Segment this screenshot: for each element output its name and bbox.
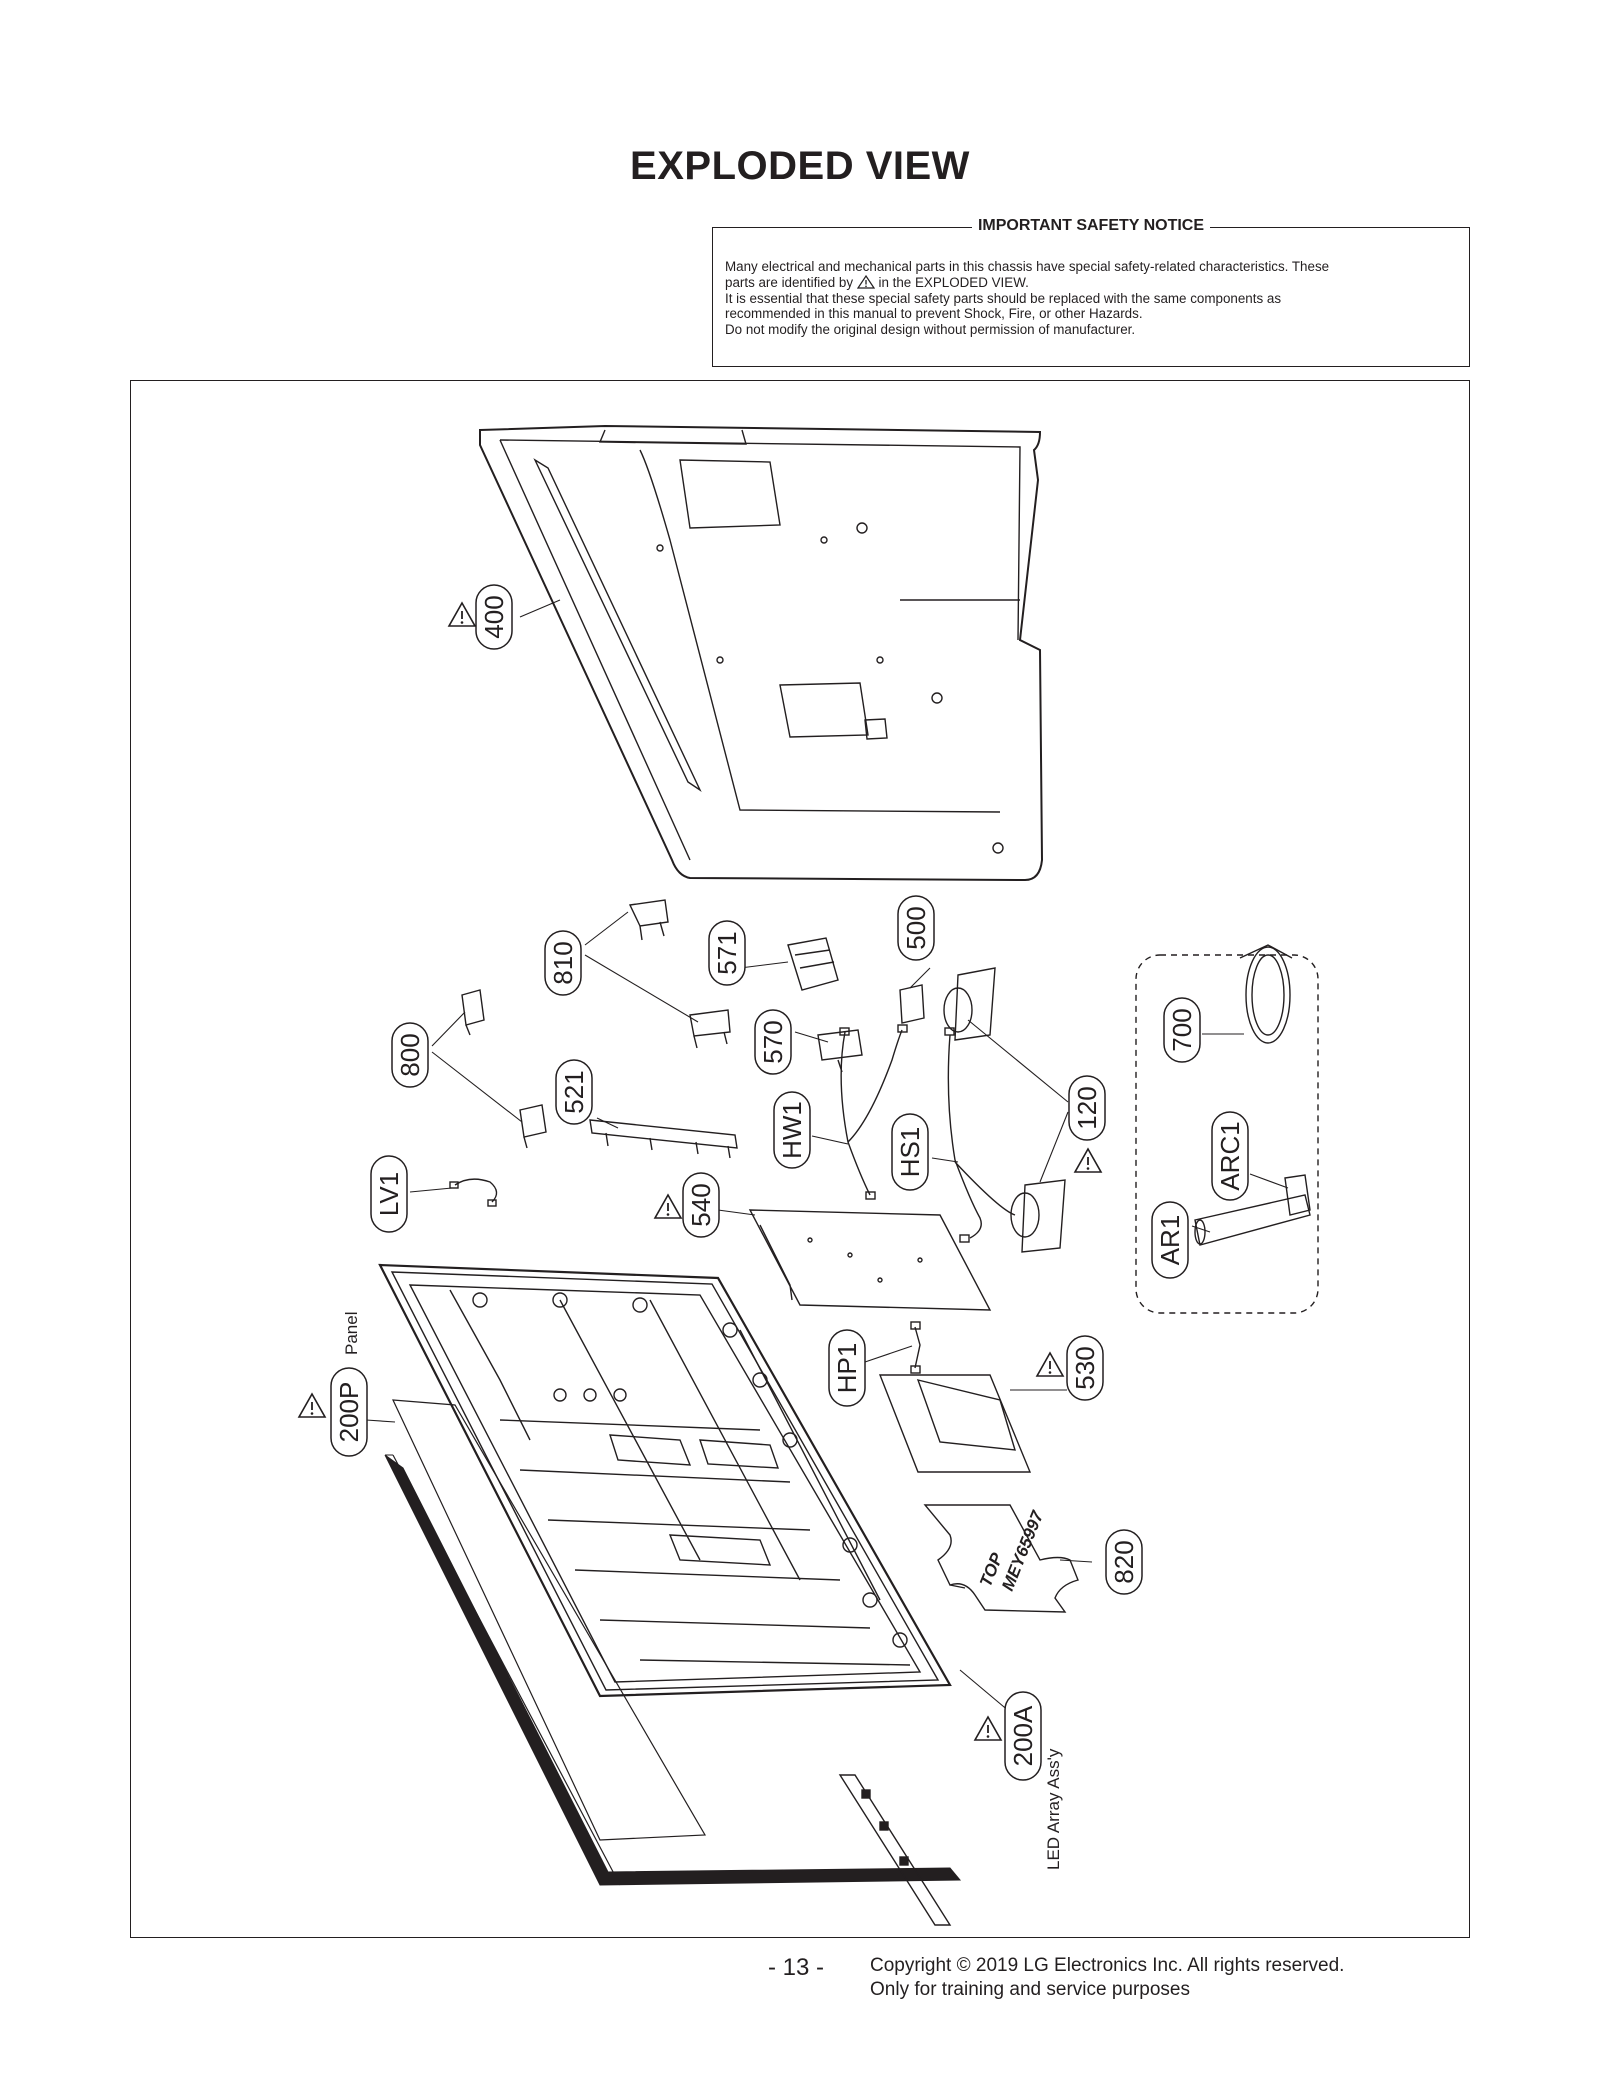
copyright-line-1: Copyright © 2019 LG Electronics Inc. All…: [870, 1955, 1345, 1976]
part-sublabel-panel: Panel: [342, 1312, 361, 1355]
part-label-HP1: HP1: [828, 1329, 866, 1407]
notice-line-4: recommended in this manual to prevent Sh…: [725, 306, 1143, 322]
cable-HS1-drawing: [944, 1027, 1016, 1243]
svg-text:500: 500: [901, 906, 931, 949]
part-label-120: 120: [1068, 1075, 1106, 1141]
bracket-810-drawing: [628, 899, 731, 1049]
insulator-code-label: MEY65997: [998, 1507, 1048, 1594]
part-label-570: 570: [754, 1009, 792, 1075]
led-array-200A-drawing: [838, 1584, 966, 1926]
safety-notice-title: IMPORTANT SAFETY NOTICE: [971, 217, 1211, 234]
main-board-540-drawing: [748, 1209, 992, 1311]
svg-text:400: 400: [479, 595, 509, 638]
safety-notice-body: Many electrical and mechanical parts in …: [725, 259, 1455, 338]
part-label-820: 820: [1105, 1529, 1143, 1595]
part-label-810: 810: [544, 930, 582, 996]
part-label-LV1: LV1: [370, 1155, 408, 1233]
svg-text:120: 120: [1072, 1086, 1102, 1129]
cable-HW1-drawing: [839, 1024, 908, 1200]
part-label-400: 400: [475, 584, 513, 650]
part-label-521: 521: [555, 1059, 593, 1125]
safety-warning-icon: [1074, 1148, 1102, 1173]
insulator-820-drawing: [923, 1504, 1079, 1613]
notice-line-1: Many electrical and mechanical parts in …: [725, 259, 1330, 274]
back-cover-drawing: [479, 424, 1044, 882]
safety-warning-icon: [974, 1716, 1002, 1741]
part-label-540: 540: [682, 1172, 720, 1238]
panel-200P-drawing: [384, 1399, 962, 1886]
module-571-drawing: [787, 937, 839, 991]
battery-AR1-drawing: [1194, 1194, 1311, 1246]
svg-text:540: 540: [686, 1183, 716, 1226]
notice-line-2b: in the EXPLODED VIEW.: [878, 274, 1029, 290]
warning-triangle-icon: [856, 274, 875, 289]
svg-text:571: 571: [712, 931, 742, 974]
module-500-drawing: [899, 984, 925, 1024]
svg-text:820: 820: [1109, 1540, 1139, 1583]
svg-text:200A: 200A: [1008, 1705, 1038, 1766]
safety-warning-icon: [298, 1393, 326, 1418]
part-sublabel-led-array: LED Array Ass'y: [1044, 1748, 1063, 1870]
copyright-block: Copyright © 2019 LG Electronics Inc. All…: [870, 1954, 1344, 2002]
part-label-800: 800: [391, 1022, 429, 1088]
chassis-frame-drawing: [378, 1263, 952, 1698]
part-label-HS1: HS1: [891, 1113, 929, 1191]
remote-ARC1-drawing: [1284, 1174, 1311, 1216]
leader-lines: [365, 599, 1289, 1713]
accessory-700-drawing: [1239, 944, 1293, 1044]
svg-text:800: 800: [395, 1033, 425, 1076]
part-label-200P: 200P: [330, 1367, 368, 1457]
safety-notice-box: IMPORTANT SAFETY NOTICE Many electrical …: [712, 217, 1470, 367]
part-label-530: 530: [1066, 1335, 1104, 1401]
svg-text:700: 700: [1167, 1008, 1197, 1051]
notice-line-3: It is essential that these special safet…: [725, 290, 1282, 306]
part-label-HW1: HW1: [773, 1091, 811, 1169]
cable-HP1-drawing: [910, 1321, 921, 1374]
speakers-120-drawing: [943, 967, 1066, 1253]
part-label-AR1: AR1: [1151, 1201, 1189, 1279]
svg-text:810: 810: [548, 941, 578, 984]
svg-text:HP1: HP1: [832, 1343, 862, 1394]
svg-text:ARC1: ARC1: [1215, 1121, 1245, 1190]
bracket-800-drawing: [461, 989, 547, 1149]
copyright-line-2: Only for training and service purposes: [870, 1979, 1190, 2000]
svg-text:530: 530: [1070, 1346, 1100, 1389]
safety-warning-icon: [448, 602, 476, 627]
svg-text:570: 570: [758, 1020, 788, 1063]
part-label-200A: 200A: [1004, 1691, 1042, 1781]
diagram-frame: [130, 380, 1470, 1938]
part-label-571: 571: [708, 920, 746, 986]
part-label-700: 700: [1163, 997, 1201, 1063]
part-label-ARC1: ARC1: [1211, 1111, 1249, 1201]
notice-line-5: Do not modify the original design withou…: [725, 322, 1136, 338]
page-number: - 13 -: [768, 1954, 825, 1981]
part-label-500: 500: [897, 895, 935, 961]
power-board-530-drawing: [878, 1374, 1032, 1473]
accessories-dashed-box: [1135, 954, 1319, 1314]
safety-warning-icon: [1036, 1352, 1064, 1377]
cable-LV1-drawing: [449, 1178, 498, 1207]
svg-text:HW1: HW1: [777, 1101, 807, 1159]
svg-text:521: 521: [559, 1070, 589, 1113]
notice-line-2a: parts are identified by: [725, 274, 854, 290]
svg-text:HS1: HS1: [895, 1127, 925, 1178]
svg-text:LV1: LV1: [374, 1172, 404, 1216]
svg-text:200P: 200P: [334, 1382, 364, 1443]
svg-text:AR1: AR1: [1155, 1215, 1185, 1266]
module-570-drawing: [817, 1029, 863, 1073]
bracket-521-drawing: [589, 1119, 738, 1159]
safety-warning-icon: [654, 1194, 682, 1219]
page-title: EXPLODED VIEW: [630, 144, 970, 188]
